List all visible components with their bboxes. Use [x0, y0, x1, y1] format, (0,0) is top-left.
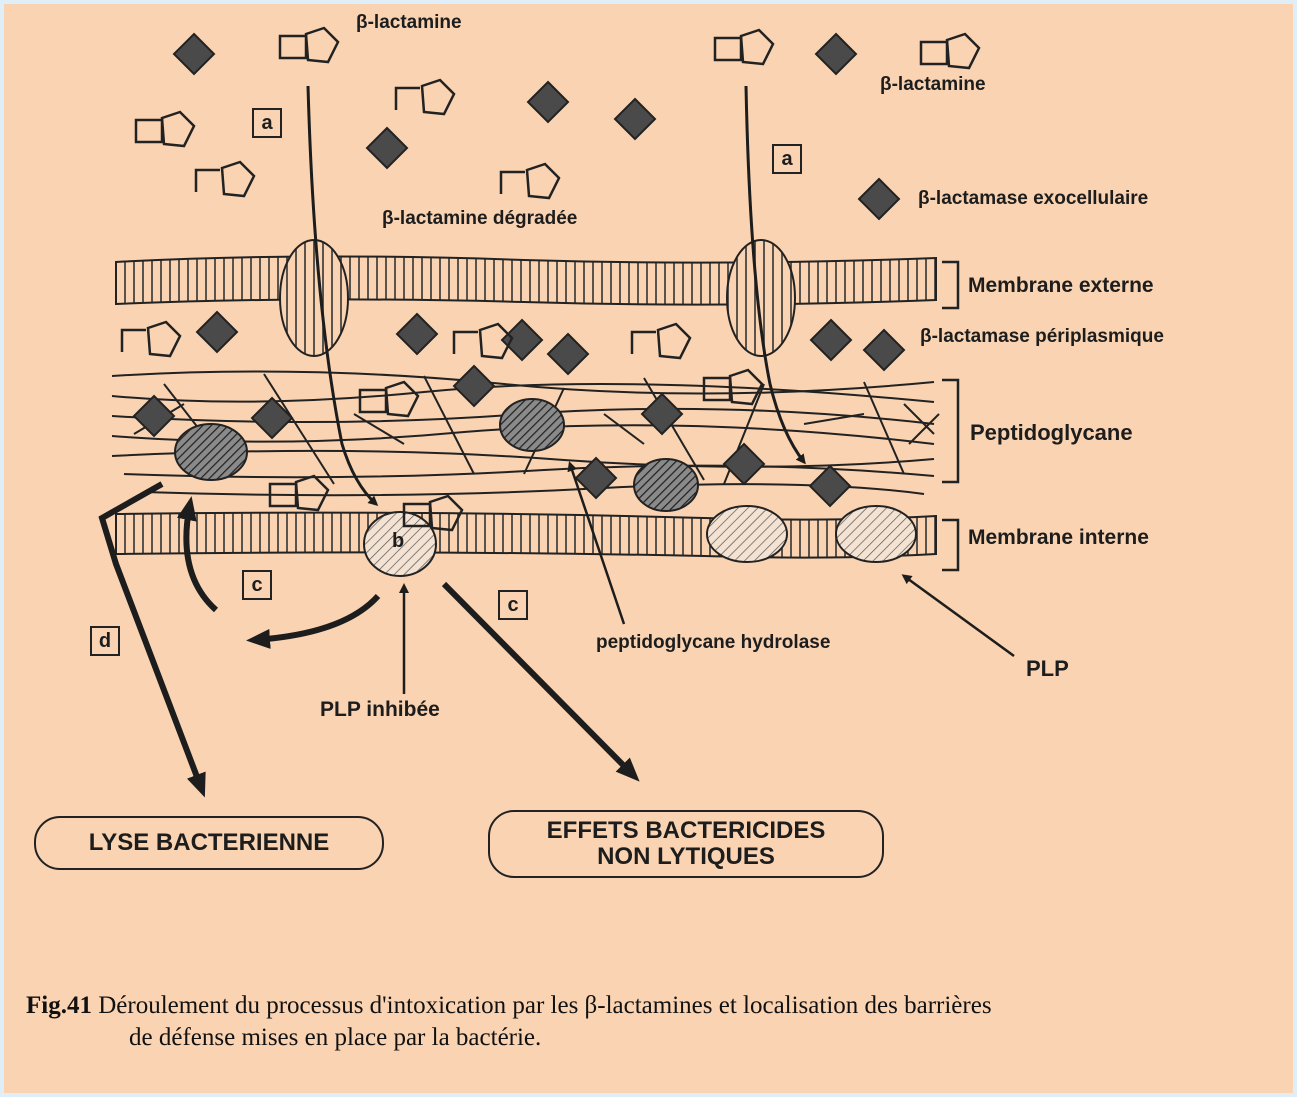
label-beta-lactamase-exocellulaire: β-lactamase exocellulaire	[918, 188, 1148, 210]
porin-left	[280, 240, 348, 356]
label-plp: PLP	[1026, 656, 1069, 682]
caption-line1: Déroulement du processus d'intoxication …	[98, 992, 991, 1019]
outcome-lyse-text: LYSE BACTERIENNE	[89, 830, 330, 856]
label-beta-lactamine-right: β-lactamine	[880, 74, 986, 96]
plp-pointer	[904, 576, 1014, 656]
step-a-right: a	[772, 144, 802, 174]
hydrolase-1	[175, 424, 247, 480]
label-peptidoglycane-hydrolase: peptidoglycane hydrolase	[596, 632, 830, 654]
non-lytic-arrow	[444, 584, 634, 776]
figure-frame: β-lactamine β-lactamine β-lactamine dégr…	[4, 4, 1293, 1093]
plp-1	[707, 506, 787, 562]
membrane-interne	[116, 513, 936, 558]
hydrolase-2	[500, 399, 564, 451]
outcome-lyse-bacterienne: LYSE BACTERIENNE	[34, 816, 384, 870]
label-beta-lactamine-degradee: β-lactamine dégradée	[382, 208, 577, 230]
membrane-externe	[116, 256, 936, 304]
label-membrane-interne: Membrane interne	[968, 526, 1149, 550]
caption-fig-label: Fig.41	[26, 992, 92, 1019]
caption-line2: de défense mises en place par la bactéri…	[26, 1022, 1288, 1054]
step-b: b	[392, 530, 404, 553]
plp-2	[836, 506, 916, 562]
label-peptidoglycane: Peptidoglycane	[970, 420, 1133, 446]
label-beta-lactamase-periplasmique: β-lactamase périplasmique	[920, 326, 1164, 348]
step-d: d	[90, 626, 120, 656]
cycle-arrow-bottom	[254, 596, 378, 640]
label-plp-inhibee: PLP inhibée	[320, 698, 440, 722]
outcome-effets-line2: NON LYTIQUES	[597, 844, 775, 870]
hydrolase-3	[634, 459, 698, 511]
label-beta-lactamine-top: β-lactamine	[356, 12, 462, 34]
figure-caption: Fig.41 Déroulement du processus d'intoxi…	[26, 990, 1288, 1054]
step-a-left: a	[252, 108, 282, 138]
outcome-effets-bactericides: EFFETS BACTERICIDES NON LYTIQUES	[488, 810, 884, 878]
outcome-effets-line1: EFFETS BACTERICIDES	[547, 818, 826, 844]
label-membrane-externe: Membrane externe	[968, 274, 1154, 298]
layer-brackets	[942, 262, 958, 570]
step-c-right: c	[498, 590, 528, 620]
step-c-left: c	[242, 570, 272, 600]
